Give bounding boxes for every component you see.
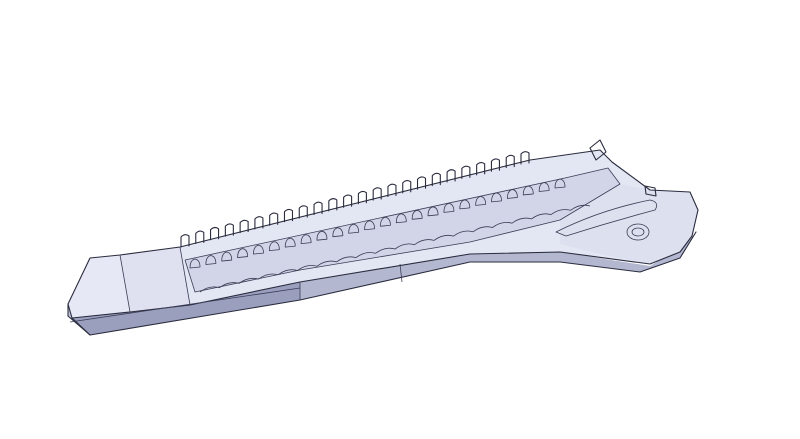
track-tooth: [313, 201, 323, 216]
handle-grip-face: [560, 184, 698, 264]
rear-tab-left: [589, 139, 607, 161]
track-tooth: [520, 151, 530, 165]
slot-notch: [253, 244, 264, 255]
track-tooth: [476, 162, 486, 176]
hanging-hole-outer: [626, 223, 650, 241]
front-blade-face: [68, 255, 130, 318]
track-tooth: [461, 165, 471, 179]
slot-notch: [300, 234, 312, 245]
slot-notch: [332, 227, 344, 238]
track-tooth: [431, 172, 441, 187]
track-tooth: [402, 180, 412, 194]
track-tooth: [343, 194, 353, 208]
track-tooth: [446, 169, 456, 183]
track-tooth: [505, 154, 515, 169]
slot-notch: [237, 248, 249, 258]
slot-notch: [268, 241, 280, 252]
track-tooth: [210, 226, 220, 241]
track-tooth: [180, 234, 190, 248]
track-tooth: [254, 216, 264, 230]
slot-notch: [189, 258, 201, 269]
lower-side-face: [300, 232, 696, 300]
track-tooth: [239, 219, 249, 234]
track-tooth: [224, 223, 234, 237]
slot-notch: [348, 223, 360, 234]
body-top-faces: [68, 150, 698, 318]
track-tooth: [328, 198, 338, 212]
slot-notch: [364, 220, 375, 231]
slot-notch: [380, 216, 391, 227]
slot-notch: [205, 255, 217, 265]
track-teeth: [180, 151, 530, 248]
track-tooth: [387, 183, 397, 198]
track-tooth: [298, 205, 308, 219]
track-tooth: [372, 187, 382, 201]
rear-tabs: [589, 139, 657, 197]
handle-features: [555, 199, 658, 241]
rear-tab-right: [644, 185, 657, 197]
track-tooth: [357, 190, 367, 205]
slot-notch: [221, 251, 233, 262]
slot-notch: [395, 213, 407, 224]
slot-cutout: [555, 199, 658, 237]
track-tooth: [269, 212, 279, 226]
front-underside-face: [68, 282, 300, 335]
track-tooth: [416, 176, 427, 190]
inner-track-face: [185, 168, 620, 292]
slot-notch: [316, 230, 328, 241]
track-tooth: [490, 158, 500, 172]
body-edges: [67, 149, 699, 336]
hanging-hole-inner: [631, 227, 645, 237]
track-tooth: [283, 208, 294, 223]
wave-edge: [199, 204, 591, 293]
slot-notch: [284, 237, 296, 248]
front-collar-face: [120, 247, 190, 312]
track-tooth: [195, 230, 205, 244]
